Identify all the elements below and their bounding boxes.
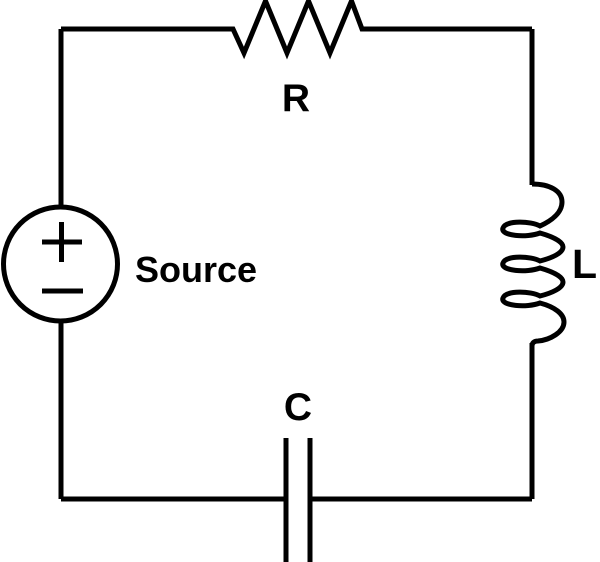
labels-layer: R Source L C — [135, 77, 597, 429]
source-circle — [1, 204, 120, 324]
capacitor-label: C — [284, 386, 312, 429]
circuit-strokes — [1, 0, 567, 562]
inductor-symbol — [500, 181, 567, 347]
plus-icon — [42, 222, 82, 262]
capacitor-symbol — [283, 438, 313, 562]
inductor-label: L — [572, 241, 597, 287]
resistor-label: R — [282, 77, 310, 120]
voltage-source-symbol — [1, 204, 120, 324]
source-label: Source — [135, 249, 257, 290]
resistor-symbol — [61, 0, 532, 60]
